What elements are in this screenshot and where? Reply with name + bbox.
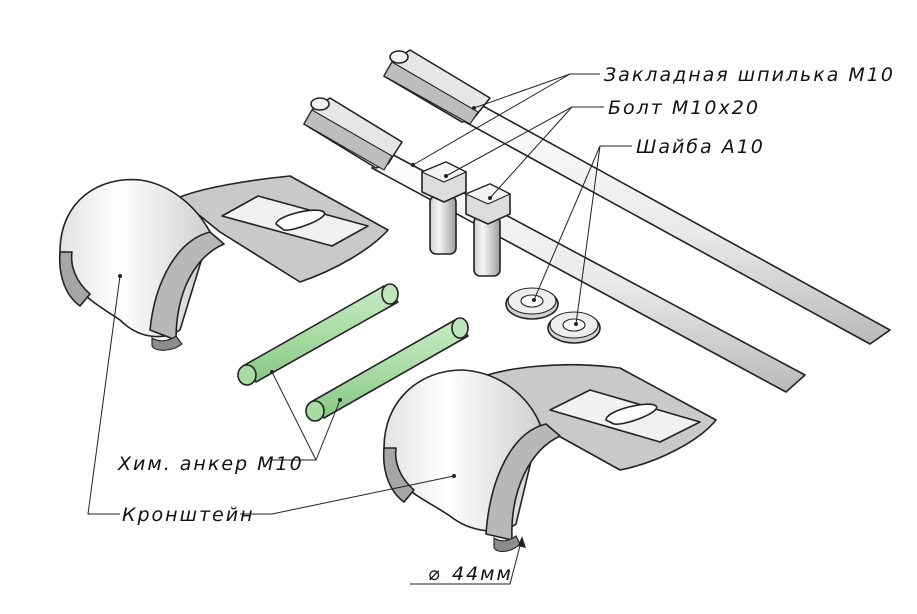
leader-washer [532,145,632,326]
leader-bolt [444,106,604,200]
label-diameter: 44мм [452,563,513,585]
washer-left [505,287,559,320]
leader-stud [411,73,600,167]
stud-upper [383,49,891,345]
diameter-symbol: ⌀ [428,563,441,585]
leader-diameter [410,536,526,585]
label-bolt: Болт М10х20 [608,97,760,119]
label-stud: Закладная шпилька М10 [604,64,895,86]
label-anchor: Хим. анкер М10 [117,453,304,475]
bracket-upper [58,175,389,351]
washer-right [547,311,601,344]
chemical-anchor-upper [237,283,399,386]
bolt-right [464,183,512,277]
leader-anchor [270,370,342,461]
bolt-left [420,161,468,255]
leader-bracket [87,274,456,515]
label-washer: Шайба А10 [636,136,765,158]
chemical-anchor-lower [305,317,469,422]
bracket-lower [382,364,717,553]
label-bracket: Кронштейн [122,504,255,526]
